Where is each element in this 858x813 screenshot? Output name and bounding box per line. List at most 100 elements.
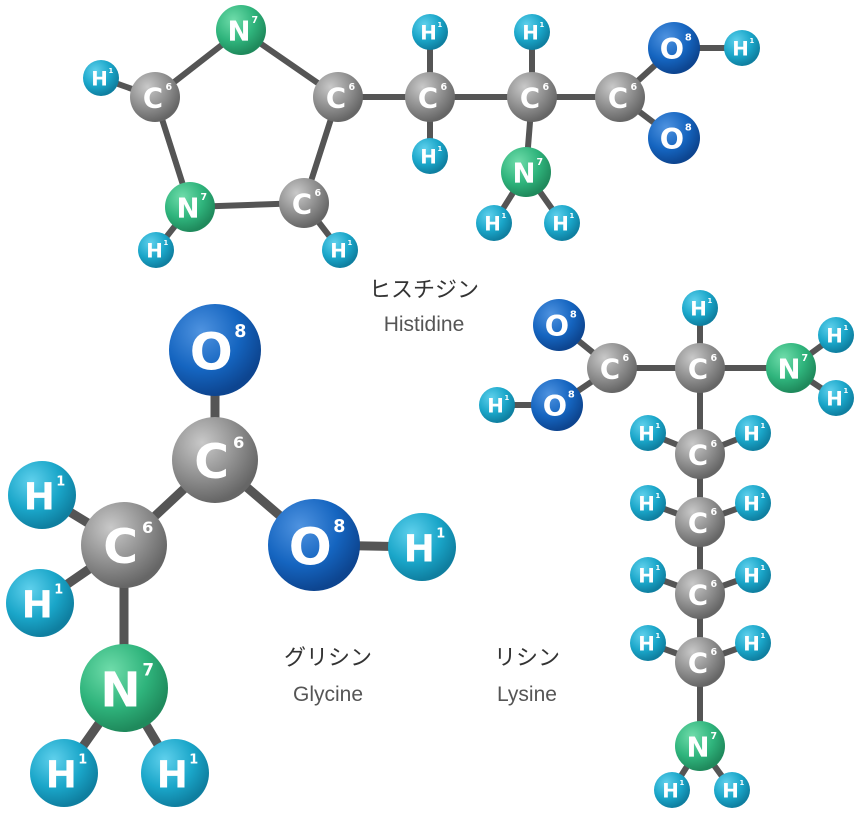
glycine-atomic-number-8: 1 xyxy=(78,752,87,767)
lysine-atomic-number-18: 6 xyxy=(710,647,717,658)
histidine-atomic-number-13: 7 xyxy=(536,157,543,168)
glycine-atom-symbol-4: C xyxy=(103,520,138,575)
histidine-atom-symbol-7: H xyxy=(330,240,347,263)
lysine-atom-sphere-19 xyxy=(630,625,666,661)
lysine-atomic-number-7: 1 xyxy=(844,324,849,332)
histidine-atom-symbol-9: H xyxy=(420,22,437,45)
glycine-atom-symbol-9: H xyxy=(157,752,188,796)
lysine-atom-sphere-11 xyxy=(735,415,771,451)
glycine-atomic-number-5: 1 xyxy=(56,474,65,489)
lysine-atom-symbol-3: C xyxy=(600,354,620,386)
lysine-atom-symbol-12: C xyxy=(688,508,708,540)
histidine-atom-symbol-12: H xyxy=(522,22,539,45)
histidine-atom-symbol-17: O xyxy=(660,32,684,66)
lysine-atom-sphere-9 xyxy=(675,429,725,479)
histidine-atom-symbol-10: H xyxy=(420,146,437,169)
histidine-atomic-number-7: 1 xyxy=(348,239,353,247)
lysine-atom-symbol-4: C xyxy=(688,354,708,386)
lysine-atomic-number-6: 7 xyxy=(801,353,808,364)
lysine-atomic-number-11: 1 xyxy=(761,422,766,430)
lysine-atom-sphere-4 xyxy=(675,343,725,393)
glycine-atomic-number-7: 7 xyxy=(142,660,154,680)
histidine-atomic-number-8: 6 xyxy=(440,82,447,93)
glycine-atom-symbol-1: C xyxy=(194,435,229,490)
histidine-atom-symbol-2: H xyxy=(91,68,108,91)
lysine-atom-symbol-22: H xyxy=(662,780,679,803)
histidine-atom-sphere-2 xyxy=(83,60,119,96)
glycine-atomic-number-4: 6 xyxy=(142,518,153,537)
glycine-atomic-number-3: 1 xyxy=(436,526,445,541)
histidine-atom-symbol-15: H xyxy=(552,213,569,236)
glycine-atom-symbol-3: H xyxy=(404,526,435,570)
lysine-atom-symbol-5: H xyxy=(690,298,707,321)
glycine-name-en: Glycine xyxy=(292,683,364,706)
lysine-atom-sphere-20 xyxy=(735,625,771,661)
lysine-atomic-number-4: 6 xyxy=(710,353,717,364)
lysine-name-jp: リシン xyxy=(493,646,560,671)
glycine-atom-sphere-9 xyxy=(141,739,209,807)
lysine-atom-symbol-10: H xyxy=(638,423,655,446)
lysine-atom-sphere-6 xyxy=(766,343,816,393)
histidine-atomic-number-17: 8 xyxy=(685,33,692,44)
histidine-atom-sphere-9 xyxy=(412,14,448,50)
glycine-atomic-number-1: 6 xyxy=(233,433,244,452)
lysine-atom-symbol-20: H xyxy=(743,633,760,656)
lysine-atom-sphere-22 xyxy=(654,772,690,808)
histidine-atom-sphere-4 xyxy=(165,182,215,232)
lysine-atomic-number-23: 1 xyxy=(740,779,745,787)
glycine-atomic-number-2: 8 xyxy=(333,517,345,537)
lysine-atomic-number-3: 6 xyxy=(622,353,629,364)
histidine-atomic-number-11: 6 xyxy=(542,82,549,93)
lysine-atom-symbol-0: O xyxy=(545,309,569,343)
histidine-atom-sphere-16 xyxy=(595,72,645,122)
glycine-atomic-number-6: 1 xyxy=(54,582,63,597)
lysine-atomic-number-17: 1 xyxy=(761,564,766,572)
lysine-atom-symbol-1: H xyxy=(487,395,504,418)
lysine-atom-sphere-14 xyxy=(735,485,771,521)
histidine-atomic-number-9: 1 xyxy=(438,21,443,29)
glycine-atom-sphere-2 xyxy=(268,499,360,591)
glycine-atom-sphere-5 xyxy=(8,461,76,529)
lysine-atom-symbol-2: O xyxy=(543,389,567,423)
glycine-atom-sphere-0 xyxy=(169,304,261,396)
lysine-atom-sphere-7 xyxy=(818,317,854,353)
lysine-atom-sphere-1 xyxy=(479,387,515,423)
histidine-atomic-number-5: 1 xyxy=(164,239,169,247)
lysine-atom-symbol-14: H xyxy=(743,493,760,516)
histidine-atom-symbol-5: H xyxy=(146,240,163,263)
glycine-atom-sphere-6 xyxy=(6,569,74,637)
lysine-atomic-number-14: 1 xyxy=(761,492,766,500)
histidine-atom-symbol-4: N xyxy=(176,193,199,225)
lysine-atom-sphere-16 xyxy=(630,557,666,593)
lysine-atom-sphere-13 xyxy=(630,485,666,521)
glycine-atom-symbol-5: H xyxy=(24,474,55,518)
lysine-atomic-number-19: 1 xyxy=(656,632,661,640)
lysine-atom-sphere-21 xyxy=(675,721,725,771)
lysine-atom-symbol-21: N xyxy=(686,732,709,764)
lysine-atom-sphere-17 xyxy=(735,557,771,593)
histidine-name-en: Histidine xyxy=(383,313,465,336)
lysine-atomic-number-15: 6 xyxy=(710,579,717,590)
lysine-atom-sphere-8 xyxy=(818,380,854,416)
